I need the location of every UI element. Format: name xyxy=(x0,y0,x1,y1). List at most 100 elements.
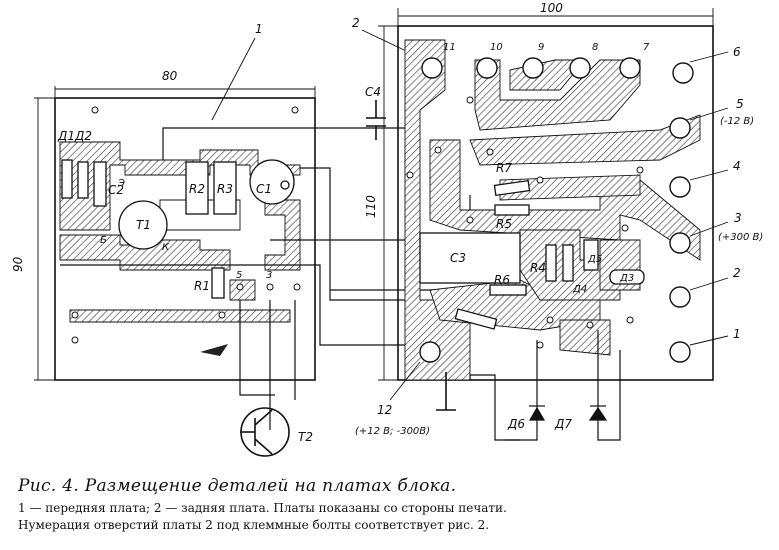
front-height-dimension xyxy=(34,97,55,381)
label-d6: Д6 xyxy=(507,417,525,431)
label-terminal-4: 4 xyxy=(733,159,741,173)
back-board: 100 110 2 xyxy=(352,1,763,441)
label-pin-3: 3 xyxy=(266,270,272,281)
label-pin-b: Б xyxy=(100,235,107,246)
caption-title: Рис. 4. Размещение деталей на платах бло… xyxy=(18,476,457,496)
resistor-r6 xyxy=(489,284,527,296)
front-board-components xyxy=(61,159,295,299)
resistor-r4 xyxy=(545,244,557,282)
back-board-components xyxy=(419,179,645,330)
capacitor-c1 xyxy=(249,159,295,205)
back-board-outline xyxy=(397,25,714,381)
label-terminal-3-note: (+300 В) xyxy=(718,232,763,243)
terminal-4 xyxy=(669,176,691,198)
resistor-d2 xyxy=(77,161,89,199)
label-terminal-3: 3 xyxy=(734,211,742,225)
front-width-dimension xyxy=(54,86,316,102)
resistor-r3 xyxy=(213,161,237,215)
diode-d5 xyxy=(583,239,599,271)
diode-d7 xyxy=(588,330,621,441)
label-c1: С1 xyxy=(256,182,272,196)
back-height-label: 110 xyxy=(364,195,378,218)
label-terminal-12: 12 xyxy=(377,403,392,417)
terminal-6 xyxy=(672,62,694,84)
label-pin-e: Э xyxy=(117,178,125,189)
label-terminal-5: 5 xyxy=(736,97,744,111)
resistor-r8 xyxy=(454,308,498,330)
capacitor-c4 xyxy=(366,100,386,140)
resistor-r5 xyxy=(494,204,530,216)
terminal-3 xyxy=(669,232,691,254)
label-d1d2: Д1Д2 xyxy=(57,129,92,143)
terminal-1 xyxy=(669,341,691,363)
transistor-t2 xyxy=(240,407,290,457)
terminal-7 xyxy=(619,57,641,79)
terminal-5 xyxy=(669,117,691,139)
front-board-holes xyxy=(71,106,301,344)
caption-line-1: 1 — передняя плата; 2 — задняя плата. Пл… xyxy=(18,501,507,515)
capacitor-c2 xyxy=(93,161,107,207)
resistor-r7 xyxy=(493,179,531,197)
label-terminal-8: 8 xyxy=(592,42,598,53)
label-terminal-11: 11 xyxy=(443,42,456,53)
label-terminal-1: 1 xyxy=(733,327,741,341)
label-pin-k: К xyxy=(162,242,170,253)
terminal-8 xyxy=(569,57,591,79)
label-r4: R4 xyxy=(530,261,546,275)
front-board-leader xyxy=(211,37,256,121)
resistor-r2 xyxy=(185,161,209,215)
back-board-tracks xyxy=(404,39,701,381)
front-board-number: 1 xyxy=(255,22,263,36)
label-r7: R7 xyxy=(496,161,512,175)
label-t1: Т1 xyxy=(136,218,151,232)
back-height-dimension xyxy=(378,25,398,381)
terminal-9 xyxy=(522,57,544,79)
label-terminal-2: 2 xyxy=(733,266,741,280)
label-r2: R2 xyxy=(189,182,205,196)
front-board-tracks xyxy=(59,141,301,323)
label-d7: Д7 xyxy=(554,417,572,431)
terminal-leaders xyxy=(389,51,729,401)
terminal-10 xyxy=(476,57,498,79)
figure-caption: Рис. 4. Размещение деталей на платах бло… xyxy=(18,476,768,534)
terminal-holes xyxy=(419,57,694,363)
label-c2: С2 xyxy=(108,183,124,197)
label-d4: Д4 xyxy=(572,284,587,295)
front-width-label: 80 xyxy=(162,69,178,83)
label-terminal-6: 6 xyxy=(733,45,741,59)
label-t2: Т2 xyxy=(298,430,313,444)
label-terminal-9: 9 xyxy=(538,42,544,53)
transistor-t1 xyxy=(118,200,168,250)
terminal-11 xyxy=(421,57,443,79)
front-board-outline xyxy=(54,97,316,381)
back-board-number: 2 xyxy=(352,16,360,30)
label-r6: R6 xyxy=(494,273,510,287)
back-board-pads xyxy=(406,96,644,349)
ground-wire xyxy=(469,374,520,441)
capacitor-c3 xyxy=(419,232,521,284)
terminal-2 xyxy=(669,286,691,308)
label-r5: R5 xyxy=(496,217,512,231)
front-height-label: 90 xyxy=(11,256,25,272)
label-d5: Д5 xyxy=(587,254,602,265)
label-terminal-7: 7 xyxy=(643,42,650,53)
resistor-r1 xyxy=(211,267,225,299)
resistor-d1 xyxy=(61,159,73,199)
label-r1: R1 xyxy=(194,279,210,293)
label-c4: С4 xyxy=(365,85,381,99)
ground-symbol xyxy=(436,372,456,411)
label-terminal-12-note: (+12 В; -300В) xyxy=(355,426,430,437)
terminal-12 xyxy=(419,341,441,363)
caption-line-2: Нумерация отверстий платы 2 под клеммные… xyxy=(18,518,490,532)
back-width-label: 100 xyxy=(540,1,563,15)
label-terminal-5-note: (-12 В) xyxy=(720,116,754,127)
label-terminal-10: 10 xyxy=(490,42,503,53)
label-pin-5: 5 xyxy=(236,270,242,281)
diode-d3 xyxy=(609,269,645,285)
label-c3: С3 xyxy=(450,251,466,265)
resistor-r4b xyxy=(562,244,574,282)
label-r3: R3 xyxy=(217,182,233,196)
label-d3: Д3 xyxy=(619,273,634,284)
front-board: 80 90 1 xyxy=(11,22,316,381)
board-layout-diagram: 80 90 1 xyxy=(11,1,763,457)
